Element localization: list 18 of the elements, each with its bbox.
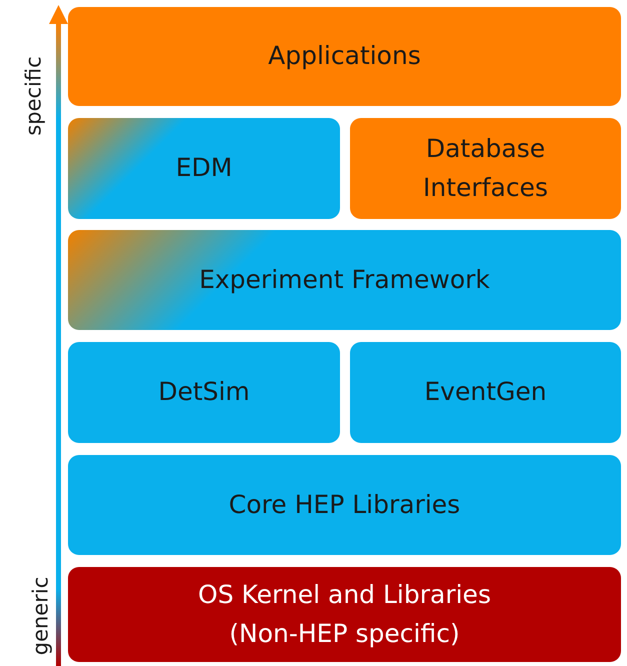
layer-box: [350, 118, 621, 219]
layer-label: Applications: [268, 40, 421, 72]
layer-box: [68, 567, 621, 662]
layer-box: [68, 118, 340, 219]
layer-box: [350, 342, 621, 443]
layer-label: Experiment Framework: [199, 264, 490, 296]
layer-label: EDM: [176, 152, 232, 184]
layer-label: Core HEP Libraries: [228, 488, 460, 521]
layer-label: EventGen: [424, 376, 547, 408]
layer-label: Database Interfaces: [422, 132, 549, 204]
axis-label: specific: [22, 56, 46, 136]
layer-box: [68, 455, 621, 555]
axis-label: generic: [28, 576, 52, 656]
layer-box: [68, 230, 621, 330]
layer-label: DetSim: [158, 376, 250, 408]
layer-label: OS Kernel and Libraries (Non-HEP specific): [197, 578, 492, 650]
layer-box: [68, 7, 621, 106]
layer-box: [68, 342, 340, 443]
